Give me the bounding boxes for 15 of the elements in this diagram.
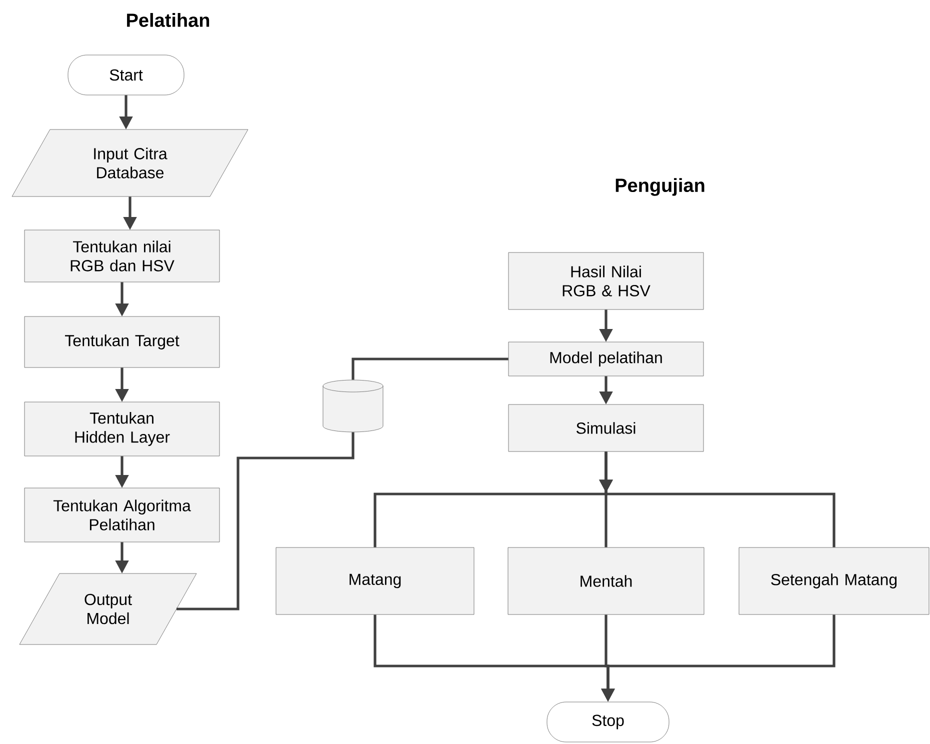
data-parallelogram: Output Model (19, 573, 197, 645)
process-box: Model pelatihan (508, 342, 704, 376)
process-box: Tentukan Algoritma Pelatihan (24, 488, 220, 542)
process-box: Matang (276, 547, 474, 615)
process-box: Hasil Nilai RGB & HSV (508, 252, 704, 310)
data-parallelogram: Input Citra Database (12, 129, 248, 197)
process-box: Simulasi (508, 404, 704, 452)
cylinder (322, 380, 384, 432)
process-box: Setengah Matang (738, 547, 930, 615)
process-box: Tentukan Target (24, 316, 220, 368)
process-box: Tentukan nilai RGB dan HSV (24, 230, 220, 282)
process-box: Mentah (508, 547, 704, 615)
section-heading: Pelatihan (127, 13, 210, 27)
section-heading: Pengujian (616, 178, 704, 196)
process-box: Tentukan Hidden Layer (24, 402, 220, 456)
